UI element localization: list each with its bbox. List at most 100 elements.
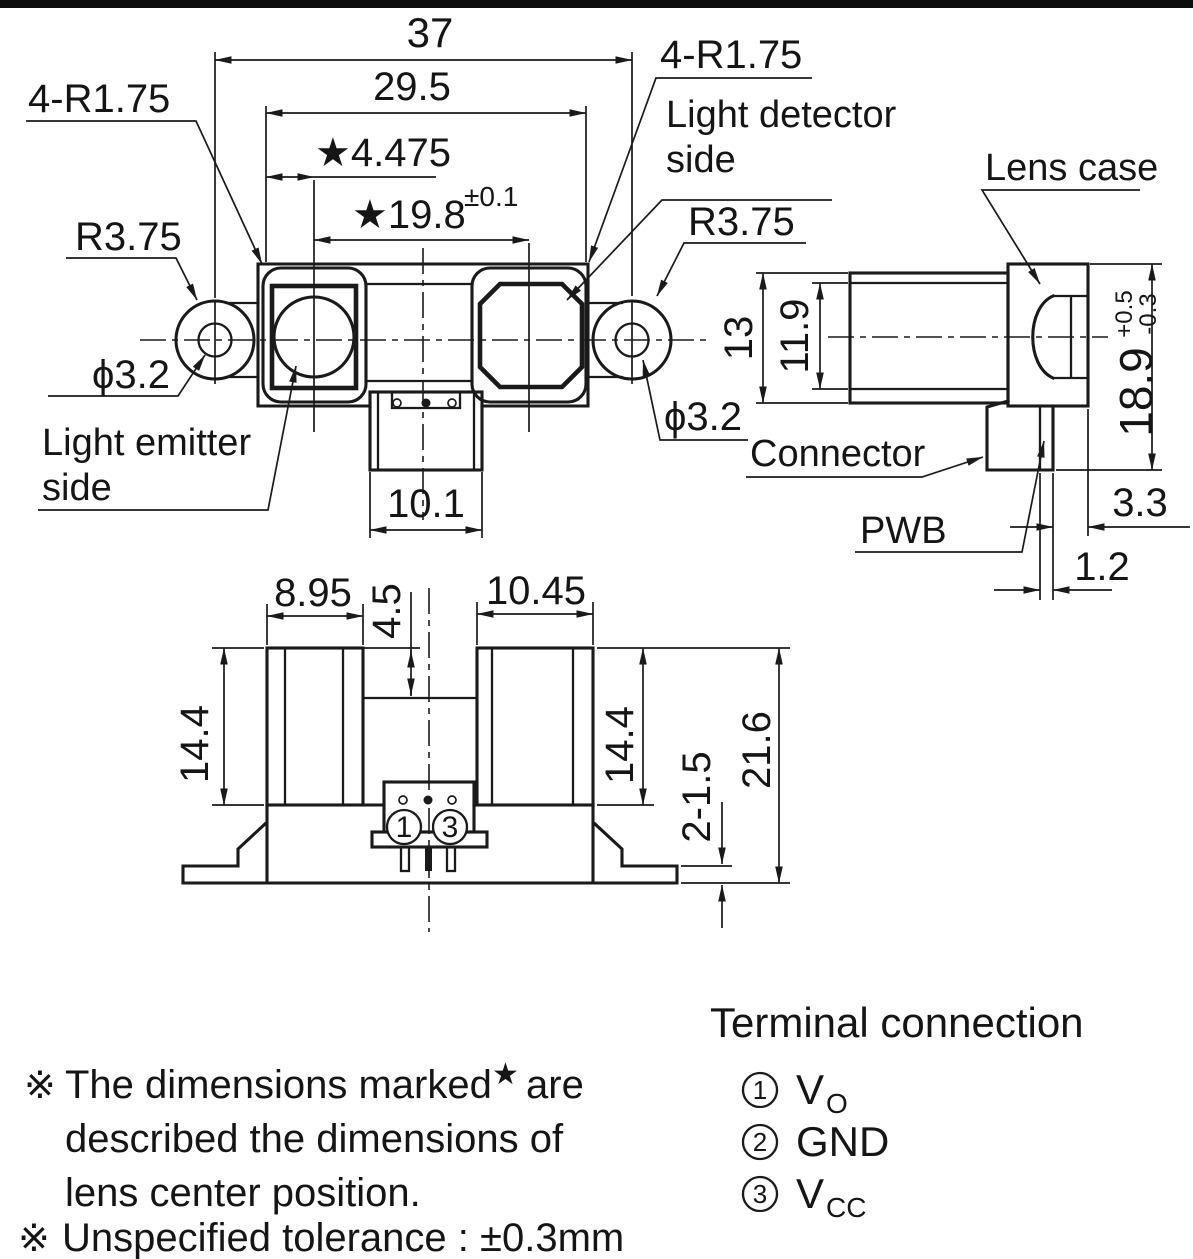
mount-ear-left [174,299,256,381]
dim-13: 13 [717,316,761,361]
leader-lens-case [980,189,1140,285]
label-r375-right: R3.75 [688,200,795,244]
dim-14-4-left: 14.4 [173,705,217,783]
label-4-r175-right: 4-R1.75 [660,33,802,77]
label-r375-left: R3.75 [75,215,182,259]
emitter-aperture [269,283,359,391]
side-connector [985,399,1055,472]
mount-wings [181,821,679,885]
pin-balloon-1 [385,808,423,846]
label-light-emitter-2: side [42,467,112,509]
terminal-pin-3 [445,845,457,873]
mount-hole-left [197,322,233,358]
terminal-1-balloon [741,1071,779,1109]
label-lens-case: Lens case [985,147,1158,189]
label-dia-32-right: ϕ3.2 [664,395,742,439]
dim-19-8: ★19.8 [352,193,466,237]
dim-21-6: 21.6 [735,711,779,789]
terminal-pin-1 [399,845,411,873]
emitter-barrel-bottom [265,646,365,807]
pin-dot-1 [392,398,402,408]
terminal-3-balloon [741,1175,779,1213]
dim-11-9: 11.9 [773,299,817,374]
lens-seat [1051,294,1090,380]
dim-2-1-5: 2-1.5 [675,751,719,842]
dim-4-475: ★4.475 [315,131,451,175]
connector-front [368,390,484,472]
terminal-title: Terminal connection [710,999,1084,1046]
mount-ear-right [591,299,673,381]
label-4-r175-left: 4-R1.75 [28,77,170,121]
leader-4-r175-right [588,77,812,263]
leader-r375-right [656,242,806,297]
leader-light-emitter [38,365,297,511]
leader-dia-32-left [48,354,206,397]
leader-pwb [855,440,1045,553]
dim-18-9-tol-plus: +0.5 [1111,290,1138,337]
pin-dot-3 [447,398,457,408]
terminal-2-name: GND [796,1118,889,1165]
leader-connector [746,456,984,478]
terminal-pin-2 [425,847,432,871]
leader-light-detector [566,199,832,301]
emitter-housing [261,266,368,404]
note-1-line-1: The dimensions marked [65,1063,492,1107]
dim-10-1: 10.1 [387,482,465,526]
label-light-emitter-1: Light emitter [42,422,251,464]
label-connector: Connector [750,433,926,475]
pin-balloon-1-num: 1 [396,811,413,844]
dim-37: 37 [407,9,454,56]
dim-18-9-tol-minus: -0.3 [1135,293,1162,334]
pin-balloon-3 [431,808,469,846]
label-dia-32-left: ϕ3.2 [92,353,170,397]
terminal-3-name: V [796,1170,824,1217]
terminal-1-name: V [796,1066,824,1113]
label-light-detector-1: Light detector [666,94,897,136]
terminal-1-sub: O [826,1088,848,1119]
leader-4-r175-left [26,120,263,265]
bottom-view: 1 3 8.95 10.45 4.5 14.4 14.4 2-1.5 21.6 [173,569,790,932]
front-body-outline [256,262,590,408]
scan-artifact-band [0,0,1193,8]
emitter-lens [272,295,356,379]
dim-29-5: 29.5 [373,65,451,109]
side-view: 13 11.9 18.9 +0.5 -0.3 3.3 1.2 Lens case… [717,147,1190,600]
detector-barrel-bottom [475,646,595,807]
note-1-mark: ※ [24,1065,56,1107]
terminal-3-sub: CC [826,1192,866,1223]
detector-housing [470,266,588,404]
note-1-line-2: described the dimensions of [65,1117,564,1161]
lens-dome [1031,293,1056,381]
pin-hole-2 [423,795,433,805]
note-1-star: ★ [492,1058,519,1091]
terminal-connection: Terminal connection 1 V O 2 GND 3 V CC [710,999,1084,1223]
terminal-1-num: 1 [753,1075,767,1105]
terminal-2-balloon [741,1123,779,1161]
pin-hole-3 [447,795,457,805]
side-body [848,271,1010,405]
front-view: 37 29.5 ★4.475 ★19.8 ±0.1 10.1 4-R1.75 4… [26,9,897,538]
dim-19-8-tolerance: ±0.1 [464,181,518,212]
note-1-line-3: lens center position. [65,1171,421,1215]
terminal-2-num: 2 [753,1127,767,1157]
lens-case [1006,262,1090,408]
notes: ※ The dimensions marked ★ are described … [18,1058,624,1259]
note-2-line: Unspecified tolerance : ±0.3mm [62,1216,624,1259]
dim-10-45: 10.45 [486,569,586,613]
mount-hole-right [614,322,650,358]
pin-hole-1 [398,795,408,805]
dim-4-5: 4.5 [365,583,409,639]
label-light-detector-2: side [666,139,736,181]
dim-14-4-right: 14.4 [598,706,642,784]
dim-8-95: 8.95 [274,571,352,615]
dim-1-2: 1.2 [1074,545,1130,589]
leader-dia-32-right [642,359,748,441]
dim-3-3: 3.3 [1112,481,1168,525]
label-pwb: PWB [860,510,947,552]
note-1-line-1-end: are [526,1063,584,1107]
dim-18-9: 18.9 [1110,347,1162,437]
pin-dot-2 [421,398,431,408]
leader-r375-left [66,257,198,301]
